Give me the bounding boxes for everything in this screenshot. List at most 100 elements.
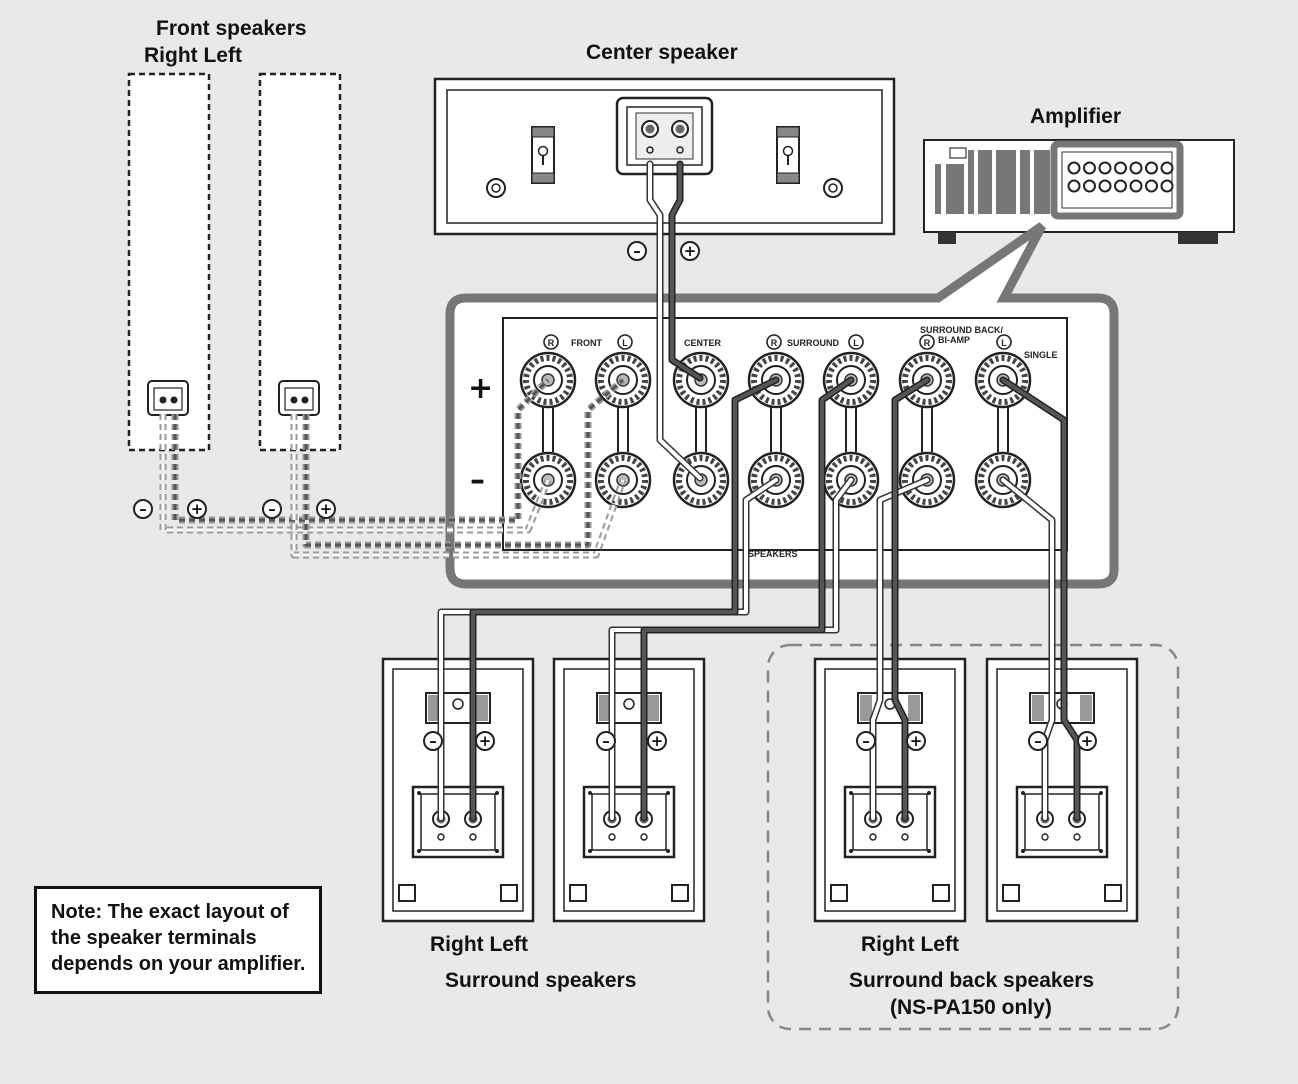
minus-symbol-sign: – — [633, 242, 641, 260]
plus-symbol-sign: + — [320, 500, 333, 518]
note-box: Note: The exact layout of the speaker te… — [34, 886, 322, 994]
minus-symbol-sign: – — [268, 500, 276, 518]
front-left-plus-wire — [304, 378, 624, 547]
terminal-mark — [640, 833, 648, 841]
note-line-3: depends on your amplifier. — [51, 953, 306, 975]
polarity-symbols: – + – + – + – + – + – + – + — [133, 241, 1097, 751]
amp-mini-terminal — [1160, 161, 1174, 175]
circled-l-letter: L — [1001, 338, 1007, 348]
back-right-plus-wire — [893, 378, 929, 820]
surround-speaker-left — [552, 657, 706, 923]
amp-mini-terminal — [1145, 179, 1158, 193]
back-right-left: Right Left — [861, 933, 959, 956]
minus-symbol-sign: – — [862, 732, 870, 750]
circled-l-mark — [996, 334, 1012, 350]
plus-symbol-ring — [316, 499, 336, 519]
front-speakers-title: Front speakers — [156, 17, 307, 40]
minus-symbol-sign: – — [139, 500, 147, 518]
circled-r-letter: R — [548, 338, 555, 348]
surround-back-group-box — [766, 643, 1180, 1031]
amp-mini-terminal — [1083, 161, 1096, 175]
surround-back-speaker-right — [813, 657, 967, 923]
plus-symbol-ring — [906, 731, 926, 751]
circled-r-mark — [919, 334, 935, 350]
amp-mini-terminal — [1067, 161, 1081, 175]
plus-symbol-ring — [1077, 731, 1097, 751]
surround-back-speaker-left — [985, 657, 1139, 923]
back-left-plus-wire — [1001, 378, 1079, 820]
speaker-wires — [159, 160, 1081, 822]
amp-mini-terminal — [1114, 161, 1127, 175]
front-speakers-right-left: Right Left — [144, 44, 242, 67]
surround-back-subtitle: (NS-PA150 only) — [890, 996, 1052, 1019]
panel-minus-sign: – — [470, 463, 485, 498]
minus-symbol-sign: – — [602, 732, 610, 750]
terminal-mark — [469, 833, 477, 841]
plus-symbol-ring — [647, 731, 667, 751]
front-right-plus-wire — [173, 378, 550, 522]
label-single: SINGLE — [1024, 350, 1058, 360]
plus-symbol-sign: + — [479, 732, 492, 750]
surround-right-minus-wire — [439, 478, 778, 820]
minus-symbol-ring — [423, 731, 443, 751]
circled-l-mark — [848, 334, 864, 350]
amp-mini-terminal — [1083, 179, 1096, 193]
center-minus-wire — [648, 162, 702, 480]
panel-plus-sign: + — [468, 371, 493, 406]
circled-r-letter: R — [924, 338, 931, 348]
plus-symbol-sign: + — [651, 732, 664, 750]
plus-symbol-sign: + — [910, 732, 923, 750]
plus-symbol-ring — [187, 499, 207, 519]
surround-right-plus-wire — [471, 378, 778, 820]
plus-symbol-ring — [680, 241, 700, 261]
amplifier-title: Amplifier — [1030, 105, 1121, 128]
center-speaker-title: Center speaker — [586, 41, 738, 64]
circled-r-letter: R — [771, 338, 778, 348]
surround-speaker-right — [381, 657, 535, 923]
note-line-1: Note: The exact layout of — [51, 901, 289, 923]
surround-back-speakers-title: Surround back speakers — [849, 969, 1094, 992]
front-left-minus-wire — [292, 414, 625, 557]
amp-mini-terminal — [1160, 179, 1174, 193]
terminal-mark — [901, 833, 909, 841]
amplifier — [923, 139, 1235, 244]
amp-mini-terminal — [1145, 161, 1158, 175]
front-speaker-right — [127, 72, 211, 452]
amp-mini-terminal — [1067, 179, 1081, 193]
front-speaker-left — [258, 72, 342, 452]
label-bi-amp: BI-AMP — [938, 335, 970, 345]
amp-mini-terminal — [1129, 179, 1143, 193]
minus-symbol-ring — [1028, 731, 1048, 751]
terminal-mark — [869, 833, 877, 841]
center-plus-wire — [670, 162, 702, 380]
plus-symbol-ring — [475, 731, 495, 751]
amp-mini-terminal — [1098, 161, 1112, 175]
note-line-2: the speaker terminals — [51, 927, 257, 949]
circled-l-mark — [617, 334, 633, 350]
minus-symbol-ring — [596, 731, 616, 751]
surround-left-plus-wire — [642, 378, 853, 820]
circled-l-letter: L — [853, 338, 859, 348]
circled-r-mark — [766, 334, 782, 350]
surround-left-minus-wire — [610, 478, 853, 820]
surround-speakers-title: Surround speakers — [445, 969, 636, 992]
terminal-mark — [437, 833, 445, 841]
terminal-mark — [1041, 833, 1049, 841]
amp-mini-terminal — [1129, 161, 1143, 175]
surround-right-left: Right Left — [430, 933, 528, 956]
label-center: CENTER — [684, 338, 722, 348]
circled-r-mark — [543, 334, 559, 350]
plus-symbol-sign: + — [1081, 732, 1094, 750]
amp-mini-terminal — [1098, 179, 1112, 193]
plus-symbol-sign: + — [191, 500, 204, 518]
label-front: FRONT — [571, 338, 602, 348]
minus-symbol-sign: – — [429, 732, 437, 750]
plus-symbol-sign: + — [684, 242, 697, 260]
minus-symbol-ring — [133, 499, 153, 519]
terminal-mark — [1073, 833, 1081, 841]
minus-symbol-ring — [627, 241, 647, 261]
center-speaker — [433, 77, 896, 236]
label-surround: SURROUND — [787, 338, 840, 348]
